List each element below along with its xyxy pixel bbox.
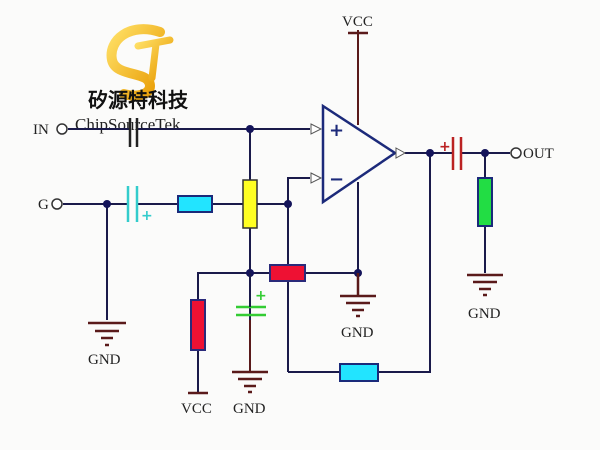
gnd-left-label: GND bbox=[88, 352, 121, 368]
resistor-green bbox=[477, 177, 493, 227]
ground-icon bbox=[340, 294, 376, 318]
logo-mark-t bbox=[134, 36, 174, 82]
wire bbox=[287, 177, 310, 372]
logo-mark-s bbox=[106, 24, 165, 101]
junction-dot bbox=[246, 125, 254, 133]
terminal-in bbox=[56, 123, 68, 135]
opamp-triangle bbox=[321, 103, 398, 205]
input-g-label: G bbox=[38, 197, 49, 213]
terminals bbox=[51, 123, 522, 210]
junction-dot bbox=[481, 149, 489, 157]
resistor-red-vertical bbox=[190, 299, 206, 351]
opamp-minus: − bbox=[329, 169, 344, 190]
pin-arrow bbox=[310, 123, 323, 135]
gnd-opamp-label: GND bbox=[341, 325, 374, 341]
logo: 矽源特科技 ChipSourceTek bbox=[75, 24, 189, 134]
ground-icon bbox=[88, 321, 126, 347]
ground-symbols bbox=[88, 273, 503, 394]
logo-name-cn: 矽源特科技 bbox=[88, 88, 189, 112]
resistor-yellow bbox=[242, 179, 258, 229]
resistor-cyan bbox=[177, 195, 213, 213]
terminal-out bbox=[510, 147, 522, 159]
vcc-bottom-label: VCC bbox=[181, 401, 212, 417]
output-label: OUT bbox=[523, 146, 554, 162]
resistor-red-horizontal bbox=[269, 264, 306, 282]
wires bbox=[63, 30, 510, 393]
pin-arrow bbox=[310, 172, 323, 184]
logo-name-en: ChipSourceTek bbox=[75, 115, 181, 134]
wire bbox=[378, 153, 431, 373]
ground-icon bbox=[232, 370, 268, 394]
junction-dot bbox=[284, 200, 292, 208]
vcc-top-label: VCC bbox=[342, 14, 373, 30]
gnd-output-label: GND bbox=[468, 306, 501, 322]
junction-dot bbox=[426, 149, 434, 157]
resistor-cyan-feedback bbox=[339, 363, 379, 382]
ground-icon bbox=[467, 273, 503, 297]
capacitor-input bbox=[128, 118, 139, 147]
cap-plus-cyan: + bbox=[141, 208, 153, 224]
terminal-g bbox=[51, 198, 63, 210]
cap-plus-red: + bbox=[439, 139, 451, 155]
pin-arrow bbox=[395, 147, 407, 159]
input-in-label: IN bbox=[33, 122, 49, 138]
gnd-middle-label: GND bbox=[233, 401, 266, 417]
capacitor-cyan bbox=[126, 186, 139, 222]
junction-dot bbox=[103, 200, 111, 208]
cap-plus-green: + bbox=[255, 288, 267, 304]
opamp: + − bbox=[310, 103, 407, 205]
opamp-plus: + bbox=[329, 120, 344, 141]
junctions bbox=[103, 125, 489, 277]
capacitor-red bbox=[451, 137, 463, 170]
